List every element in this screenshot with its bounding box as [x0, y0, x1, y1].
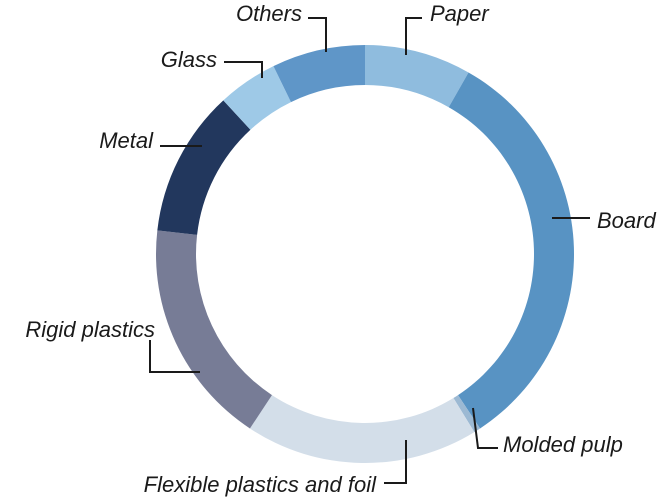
label-glass: Glass [161, 47, 217, 72]
donut-slices [156, 45, 574, 463]
slice-metal [157, 100, 251, 235]
leader-line-others [308, 17, 327, 52]
label-others: Others [236, 1, 302, 26]
leader-line-molded-pulp [472, 407, 498, 449]
slice-molded-pulp [453, 395, 481, 433]
slice-flexible-plastics-and-foil [249, 395, 475, 463]
label-paper: Paper [430, 1, 490, 26]
label-flexible-plastics-and-foil: Flexible plastics and foil [144, 472, 377, 497]
slice-paper [365, 45, 469, 108]
slice-glass [223, 66, 291, 130]
slice-rigid-plastics [156, 230, 272, 429]
slice-board [448, 72, 574, 429]
label-rigid-plastics: Rigid plastics [25, 317, 155, 342]
label-molded-pulp: Molded pulp [503, 432, 623, 457]
leader-line-flexible-plastics-and-foil [384, 440, 407, 484]
slice-others [273, 45, 365, 103]
label-metal: Metal [99, 128, 154, 153]
leader-line-glass [224, 61, 263, 78]
category-labels: Paper Board Molded pulp Flexible plastic… [25, 1, 656, 497]
label-board: Board [597, 208, 656, 233]
leader-line-rigid-plastics [149, 340, 200, 373]
leader-lines [149, 17, 590, 484]
leader-line-paper [405, 17, 422, 55]
